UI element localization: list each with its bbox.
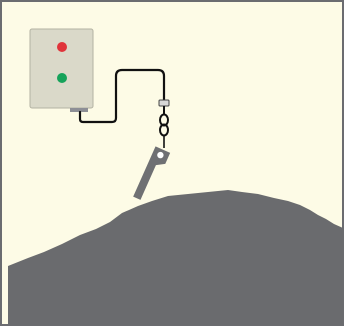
probe-body (133, 146, 171, 200)
probe-eyelet (157, 151, 164, 159)
material-pile (8, 190, 343, 325)
cable (78, 68, 166, 124)
green-indicator-light (57, 73, 67, 83)
cable-port (70, 108, 88, 112)
tilt-switch-probe-icon (133, 99, 171, 200)
probe-clamp (158, 99, 170, 107)
control-box-body (29, 28, 94, 109)
red-indicator-light (57, 42, 67, 52)
control-box-icon (29, 28, 94, 112)
